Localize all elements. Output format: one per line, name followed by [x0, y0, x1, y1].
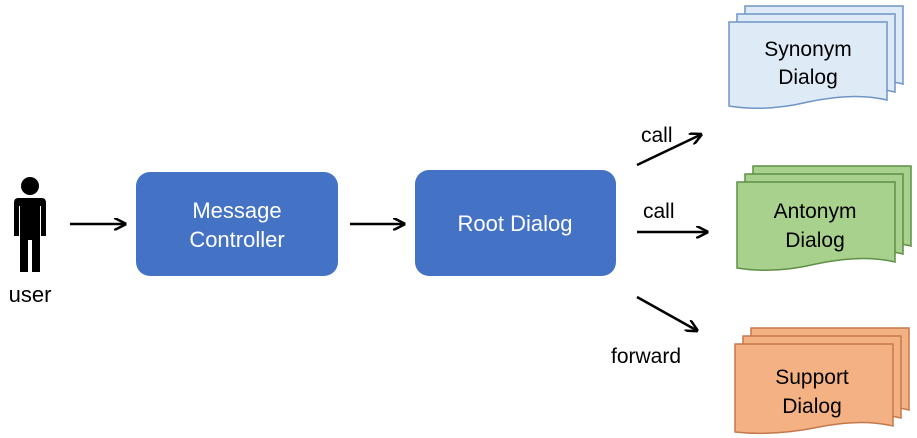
support-dialog-label-line2: Dialog — [782, 395, 842, 418]
arrow-root-to-synonym — [636, 135, 700, 167]
antonym-dialog-node: Antonym Dialog — [736, 165, 912, 271]
arrow-root-to-support — [636, 295, 696, 330]
user-label: user — [9, 282, 52, 307]
edge-label-call-synonym: call — [641, 124, 673, 147]
support-dialog-page-front — [734, 343, 894, 435]
antonym-dialog-page-front — [736, 181, 896, 271]
message-controller-label-line2: Controller — [189, 227, 284, 252]
root-dialog-label: Root Dialog — [458, 211, 573, 236]
synonym-dialog-label-line1: Synonym — [764, 38, 852, 61]
antonym-dialog-label-line2: Dialog — [785, 229, 845, 252]
person-icon — [14, 177, 46, 272]
antonym-dialog-label-line1: Antonym — [774, 200, 857, 223]
synonym-dialog-page-front — [728, 21, 888, 109]
message-controller-node: Message Controller — [136, 172, 338, 276]
root-dialog-box — [415, 170, 616, 276]
message-controller-label-line1: Message — [192, 198, 281, 223]
root-dialog-node: Root Dialog — [415, 170, 616, 276]
edge-label-forward-support: forward — [611, 345, 681, 368]
message-controller-box — [136, 172, 338, 276]
support-dialog-node: Support Dialog — [734, 327, 910, 435]
synonym-dialog-node: Synonym Dialog — [728, 5, 904, 109]
support-dialog-label-line1: Support — [775, 366, 849, 389]
edge-label-call-antonym: call — [643, 200, 675, 223]
synonym-dialog-label-line2: Dialog — [778, 66, 838, 89]
